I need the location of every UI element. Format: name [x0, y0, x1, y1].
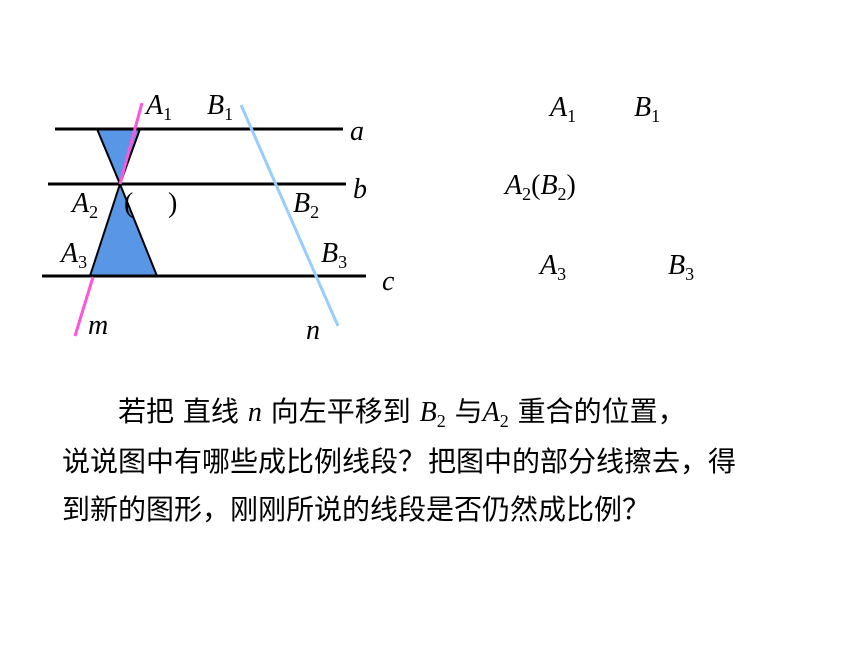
label-line-m: m — [88, 310, 109, 341]
label-B3: B3 — [321, 238, 348, 272]
question-line-3: 到新的图形，刚刚所说的线段是否仍然成比例？ — [62, 493, 651, 526]
right-label-A3: A3 — [540, 250, 567, 284]
paren-open: ( — [124, 188, 134, 219]
label-A2: A2 — [72, 188, 99, 222]
label-A2-base: A — [72, 188, 90, 219]
right-label-B2-sub: 2 — [557, 184, 567, 204]
line-n — [239, 104, 340, 327]
question-A-sub: 2 — [499, 411, 509, 431]
right-label-A3-sub: 3 — [557, 264, 567, 284]
right-label-A1: A1 — [550, 92, 577, 126]
right-label-A2-sub: 2 — [522, 184, 532, 204]
label-B3-sub: 3 — [338, 252, 348, 272]
label-B2-base: B — [293, 188, 311, 219]
right-label-B1: B1 — [634, 92, 661, 126]
label-line-n: n — [306, 315, 320, 346]
question-l1-p3: 与 — [445, 395, 483, 428]
right-label-A1-sub: 1 — [567, 106, 577, 126]
line-m-lower — [73, 276, 95, 337]
right-label-B3-sub: 3 — [685, 264, 695, 284]
label-B1-base: B — [207, 90, 225, 121]
right-label-A2-base: A — [505, 170, 523, 201]
label-A1-sub: 1 — [163, 104, 173, 124]
question-B: B — [419, 397, 437, 428]
label-A1-base: A — [146, 90, 164, 121]
right-label-A2B2: A2(B2) — [505, 170, 576, 204]
label-line-c: c — [382, 266, 395, 297]
question-line-2b: 把图中的部分线擦去，得 — [428, 445, 737, 478]
right-label-A1-base: A — [550, 92, 568, 123]
question-line-1: 若把 直线 n 向左平移到 B2 与A2 重合的位置， — [118, 395, 686, 431]
label-B2: B2 — [293, 188, 320, 222]
label-A3-base: A — [61, 238, 79, 269]
line-m — [118, 102, 144, 185]
label-A3: A3 — [61, 238, 88, 272]
label-A3-sub: 3 — [78, 252, 88, 272]
right-label-A3-base: A — [540, 250, 558, 281]
question-B-sub: 2 — [436, 411, 446, 431]
right-label-B3-base: B — [668, 250, 686, 281]
question-var-n: n — [247, 397, 262, 428]
question-l1-p4: 重合的位置， — [508, 395, 686, 428]
question-line-2a: 说说图中有哪些成比例线段？ — [62, 445, 427, 478]
question-l1-p1: 若把 直线 — [118, 395, 248, 428]
label-B1-sub: 1 — [224, 104, 234, 124]
label-B3-base: B — [321, 238, 339, 269]
question-A: A — [482, 397, 500, 428]
right-label-B1-sub: 1 — [651, 106, 661, 126]
right-label-B1-base: B — [634, 92, 652, 123]
question-l1-p2: 向左平移到 — [261, 395, 420, 428]
label-line-b: b — [353, 174, 367, 205]
label-A1: A1 — [146, 90, 173, 124]
label-B2-sub: 2 — [310, 202, 320, 222]
right-label-B3: B3 — [668, 250, 695, 284]
right-label-B2-base: B — [540, 170, 558, 201]
paren-close: ) — [168, 188, 178, 219]
label-A2-sub: 2 — [89, 202, 99, 222]
label-line-a: a — [350, 116, 364, 147]
label-B1: B1 — [207, 90, 234, 124]
